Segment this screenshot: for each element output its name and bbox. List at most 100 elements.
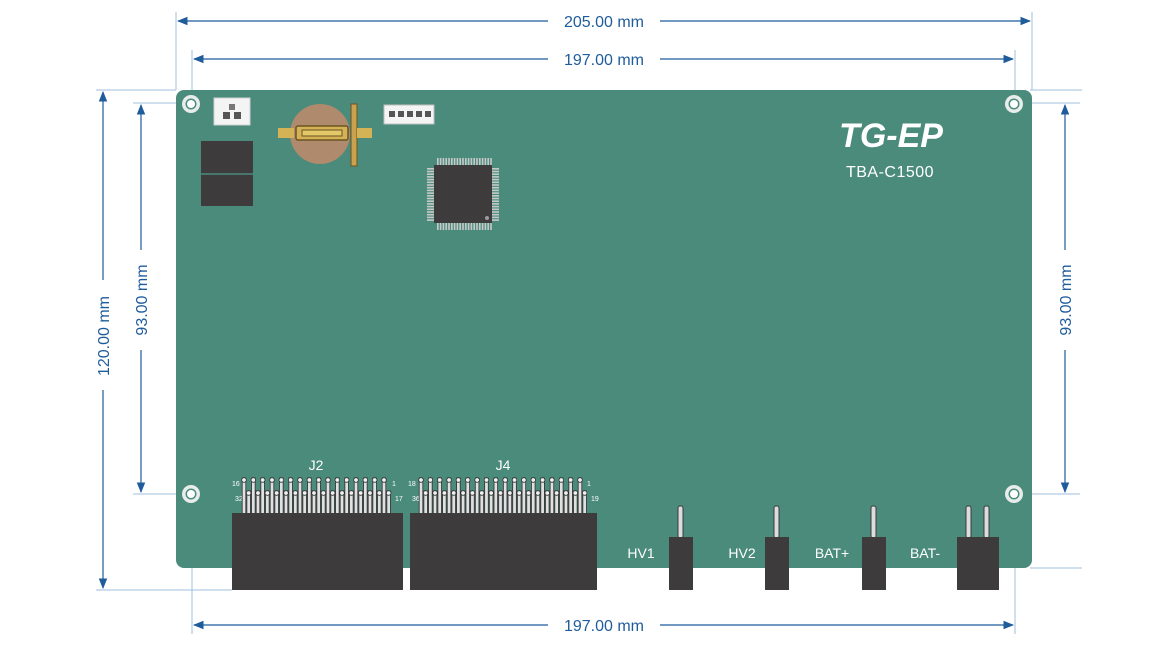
connector-j2-pin <box>283 490 289 515</box>
terminal-hv2-label: HV2 <box>728 545 755 561</box>
terminal-bat-plus: BAT+ <box>815 505 886 590</box>
signal-connector <box>383 104 435 125</box>
connector-j2-pin <box>357 490 364 515</box>
connector-j4-pin-tl: 18 <box>408 481 416 488</box>
connector-j4: J4 18 36 1 19 <box>408 457 599 590</box>
connector-j2-pin-bl: 32 <box>235 496 243 503</box>
connector-j4-pin <box>563 490 569 515</box>
connector-j4-pin <box>549 477 555 515</box>
dim-hole-spacing-left: 93.00 mm <box>134 103 151 494</box>
connector-j4-pin <box>535 490 541 515</box>
connector-j2-pin <box>334 477 341 515</box>
mounting-holes <box>182 95 1023 503</box>
connector-j2-pin <box>325 477 331 515</box>
connector-j4-housing <box>410 513 597 590</box>
dim-total-height: 120.00 mm <box>96 90 113 590</box>
connector-j4-pin <box>451 490 457 515</box>
connector-j4-pin <box>502 477 508 515</box>
connector-j2-pin <box>292 490 299 515</box>
terminal-bat-plus-label: BAT+ <box>815 545 849 561</box>
connector-j2-pin <box>273 490 280 515</box>
terminal-bat-minus-label: BAT- <box>910 545 940 561</box>
dim-hole-spacing-left-label: 93.00 mm <box>134 264 151 335</box>
connector-j4-pin <box>539 477 546 515</box>
dim-hole-spacing-right-label: 93.00 mm <box>1058 264 1075 335</box>
dim-hole-spacing-bottom-label: 197.00 mm <box>564 618 644 635</box>
connector-j2-pin <box>259 477 266 515</box>
dim-total-width: 205.00 mm <box>176 14 1032 31</box>
connector-j4-pin <box>479 490 485 515</box>
mounting-hole-bottom-right <box>1005 485 1023 503</box>
brand-logo: TG-EP <box>839 117 943 155</box>
terminal-hv2: HV2 <box>728 505 789 590</box>
connector-j4-pin <box>497 490 504 515</box>
connector-j4-pin-tr: 1 <box>587 481 591 488</box>
connector-j4-pin <box>572 490 579 515</box>
power-connector <box>213 97 251 126</box>
connector-j4-pin <box>577 477 583 515</box>
pcb-board <box>176 90 1032 568</box>
dim-hole-spacing-top: 197.00 mm <box>192 52 1015 69</box>
connector-j2-housing <box>232 513 403 590</box>
connector-j2-pin <box>311 490 317 515</box>
connector-j4-pin <box>525 490 532 515</box>
connector-j2-pin <box>287 477 294 515</box>
connector-j2-pin <box>362 477 369 515</box>
terminal-hv1-label: HV1 <box>627 545 654 561</box>
connector-j4-pin <box>432 490 438 515</box>
connector-j2-pin <box>297 477 303 515</box>
connector-j2-pin <box>306 477 313 515</box>
connector-j4-pin <box>493 477 499 515</box>
dim-total-height-label: 120.00 mm <box>96 296 113 376</box>
mounting-hole-bottom-left <box>182 485 200 503</box>
connector-j4-pin <box>460 490 466 515</box>
connector-j4-pin <box>427 477 434 515</box>
connector-j2-pin <box>367 490 373 515</box>
connector-j2-pin <box>348 490 355 515</box>
connector-j4-pin <box>418 477 424 515</box>
dim-hole-spacing-right: 93.00 mm <box>1058 103 1075 494</box>
connector-j4-pin <box>567 477 574 515</box>
connector-j4-pin <box>483 477 490 515</box>
connector-j2-pin <box>381 477 387 515</box>
connector-j2: J2 16 32 1 17 <box>232 457 403 590</box>
connector-j2-pin <box>301 490 308 515</box>
connector-j2-pin <box>245 490 252 515</box>
connector-j2-pin <box>255 490 261 515</box>
dim-hole-spacing-top-label: 197.00 mm <box>564 52 644 69</box>
connector-j2-pin <box>371 477 378 515</box>
dim-total-width-label: 205.00 mm <box>564 14 644 31</box>
connector-j4-pin <box>465 477 471 515</box>
coin-cell-battery <box>278 103 372 167</box>
connector-j4-pin <box>474 477 480 515</box>
connector-j2-pin <box>315 477 322 515</box>
connector-j4-pin <box>455 477 462 515</box>
connector-j4-pin <box>516 490 522 515</box>
connector-j4-pin-br: 19 <box>591 496 599 503</box>
connector-j4-pin <box>469 490 476 515</box>
mounting-hole-top-left <box>182 95 200 113</box>
connector-j4-pin <box>521 477 527 515</box>
connector-j4-pin <box>507 490 513 515</box>
connector-j2-pin <box>264 490 271 515</box>
connector-j4-pin <box>544 490 550 515</box>
connector-j4-label: J4 <box>496 457 511 473</box>
connector-j4-pin <box>422 490 429 515</box>
dim-hole-spacing-bottom: 197.00 mm <box>192 618 1015 635</box>
connector-j2-pin <box>250 477 257 515</box>
connector-j2-pin <box>320 490 327 515</box>
connector-j2-pin-tl: 16 <box>232 481 240 488</box>
connector-j4-pin <box>511 477 518 515</box>
connector-j4-pin <box>581 490 588 515</box>
connector-j2-pin <box>269 477 275 515</box>
connector-j2-pin <box>241 477 247 515</box>
terminal-bat-minus: BAT- <box>910 505 999 590</box>
connector-j4-pin <box>488 490 494 515</box>
connector-j4-pin <box>441 490 448 515</box>
connector-j2-pin-tr: 1 <box>392 481 396 488</box>
connector-j2-pin-br: 17 <box>395 496 403 503</box>
connector-j4-pin <box>558 477 564 515</box>
connector-j4-pin <box>553 490 560 515</box>
connector-j4-pin <box>446 477 452 515</box>
connector-j4-pin-bl: 36 <box>412 496 420 503</box>
